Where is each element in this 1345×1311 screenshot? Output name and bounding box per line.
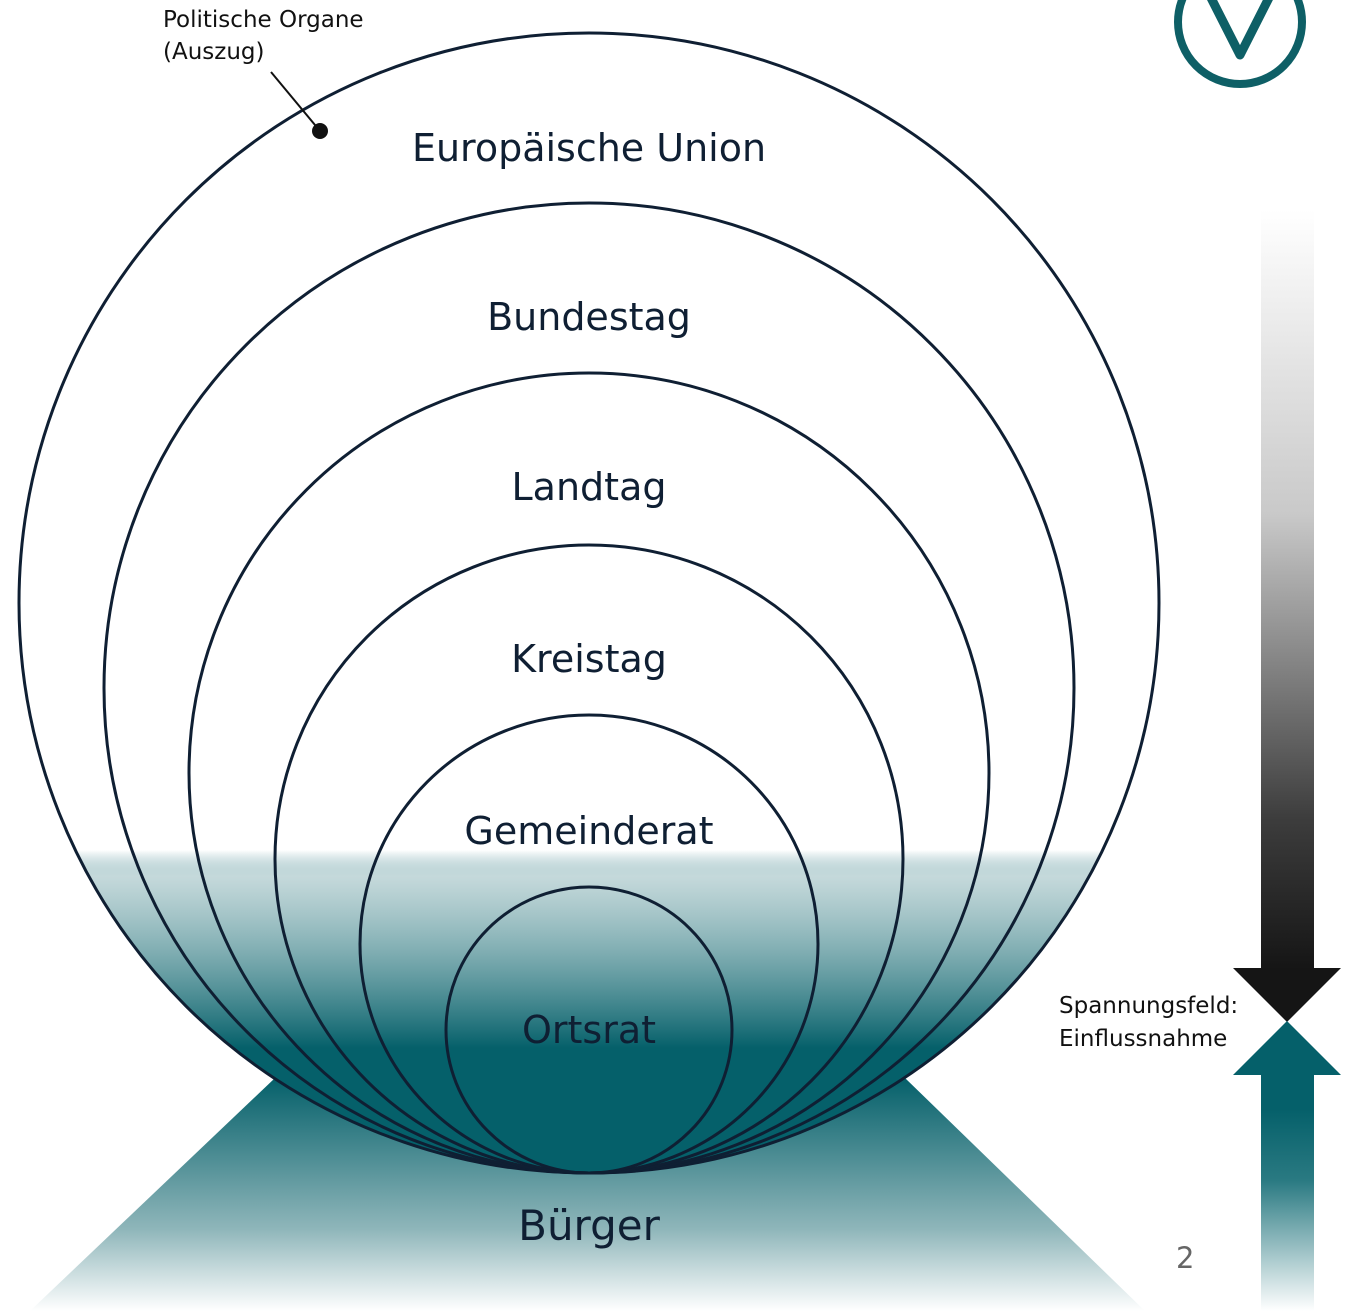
annotation-line-2: (Auszug) [163,39,265,65]
label-eu: Europäische Union [412,126,766,170]
page-number: 2 [1176,1241,1194,1275]
annotation-dot [312,123,328,139]
label-buerger: Bürger [518,1201,660,1250]
level-circles [17,31,1161,1175]
annotation-leader-line [270,71,321,132]
check-circle-logo-icon [1174,0,1306,88]
tension-label-line-1: Spannungsfeld: [1059,993,1238,1019]
arrow-up-icon [1233,1021,1341,1311]
citizen-base-triangle [30,1078,1145,1311]
label-bundestag: Bundestag [487,295,691,339]
label-kreistag: Kreistag [511,637,667,681]
label-landtag: Landtag [512,465,667,509]
circle-ortsrat [444,885,734,1175]
label-ortsrat: Ortsrat [522,1008,656,1052]
label-gemeinderat: Gemeinderat [464,809,713,853]
arrow-down-icon [1233,210,1341,1022]
annotation-line-1: Politische Organe [163,7,364,33]
tension-label-line-2: Einflussnahme [1059,1026,1227,1052]
